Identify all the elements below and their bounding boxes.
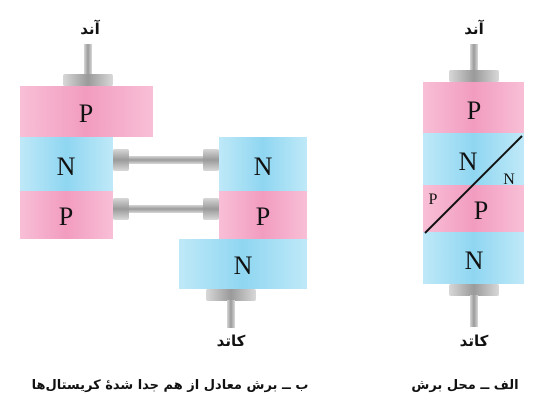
left-bottom-n2-text: N — [234, 251, 253, 280]
left-top-n-text: N — [57, 152, 76, 181]
right-layer-4-text: N — [465, 246, 484, 275]
left-connector-cap-lower-b — [203, 198, 219, 220]
left-top-p-text: P — [79, 99, 93, 128]
right-anode-label: آند — [464, 20, 484, 38]
right-caption: الف ــ محل برش — [411, 378, 518, 393]
left-cathode-lead — [227, 300, 235, 328]
left-connector-cap-upper-a — [113, 149, 129, 171]
left-top-n-layer — [20, 137, 113, 191]
right-p-layer-2 — [423, 185, 524, 232]
left-top-p2-text: P — [59, 202, 73, 231]
left-anode-lead — [84, 44, 92, 76]
left-caption: ب ــ برش معادل از هم جدا شدهٔ کریستال‌ها — [32, 378, 309, 393]
right-device: آند P N P N P N کاتد الف ــ محل برش — [411, 20, 524, 393]
right-anode-lead — [470, 44, 478, 72]
left-device: آند P N P N P N کاتد ب ــ برش معادل از ه… — [20, 20, 308, 393]
cut-label-p: P — [429, 191, 438, 208]
left-anode-label: آند — [80, 20, 100, 38]
left-top-p2-layer — [20, 191, 113, 239]
cut-label-n: N — [503, 171, 515, 188]
right-cathode-cap — [449, 284, 499, 296]
right-cathode-label: کاتد — [460, 332, 489, 350]
left-connector-cap-upper-b — [203, 149, 219, 171]
right-p-layer-1 — [423, 82, 524, 133]
right-cathode-lead — [470, 295, 478, 327]
right-layer-2-text: N — [459, 147, 478, 176]
left-connector-bar-lower — [129, 205, 203, 213]
cut-line — [424, 135, 523, 234]
left-connector-bar-upper — [129, 156, 203, 164]
left-bottom-p-layer — [219, 191, 307, 239]
right-layer-3-text: P — [474, 196, 488, 225]
right-anode-cap — [449, 70, 499, 82]
right-layer-1-text: P — [467, 96, 481, 125]
left-cathode-cap — [206, 289, 256, 301]
left-bottom-n-layer — [219, 137, 307, 191]
left-cathode-label: کاتد — [217, 332, 246, 350]
left-anode-cap — [63, 74, 113, 86]
left-bottom-n-text: N — [254, 152, 273, 181]
left-bottom-n2-layer — [179, 239, 307, 289]
right-n-layer-1 — [423, 133, 524, 185]
right-n-layer-2 — [423, 232, 524, 284]
left-top-p-layer — [20, 86, 153, 137]
left-connector-cap-lower-a — [113, 198, 129, 220]
left-bottom-p-text: P — [256, 202, 270, 231]
